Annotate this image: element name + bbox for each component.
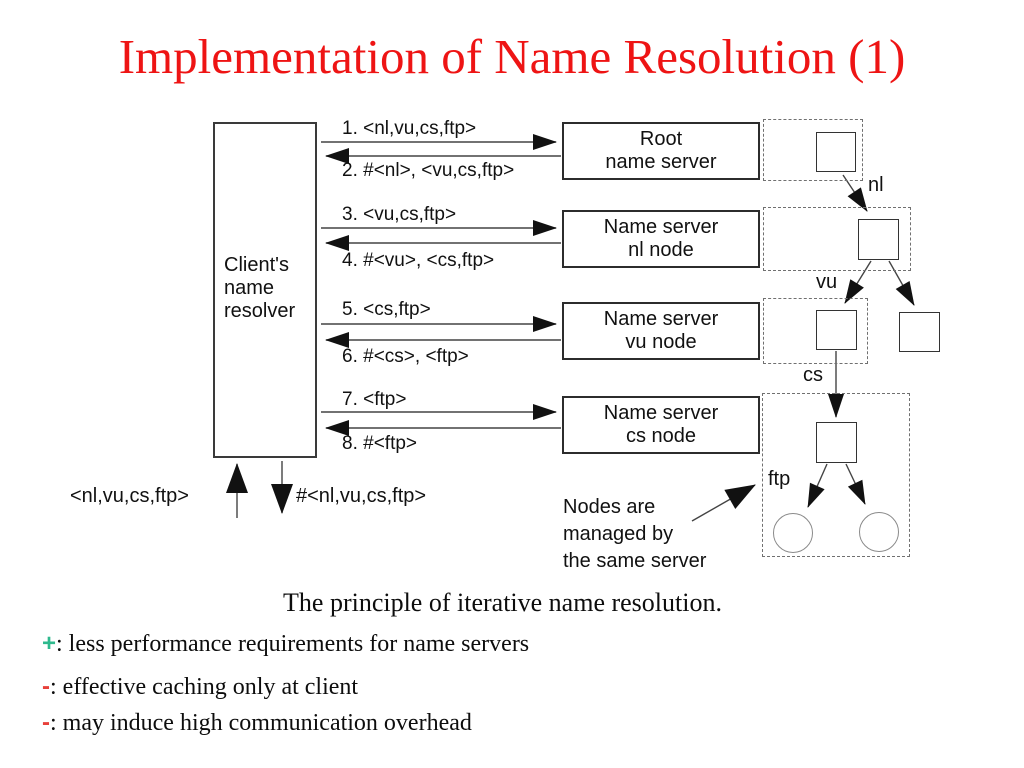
server-box-cs: Name server cs node	[562, 396, 760, 454]
bullet-text: : effective caching only at client	[50, 674, 359, 700]
tree-node-cs	[816, 422, 857, 463]
msg-label-7: 7. <ftp>	[342, 389, 407, 410]
bullet-text: : less performance requirements for name…	[56, 631, 530, 657]
bullet-sign: -	[42, 673, 50, 700]
caption: The principle of iterative name resoluti…	[283, 588, 722, 617]
bullet-item: -: effective caching only at client	[42, 673, 358, 701]
client-resolver-label: Client's name resolver	[224, 254, 296, 322]
bullet-item: +: less performance requirements for nam…	[42, 630, 529, 658]
tree-label-vu: vu	[816, 271, 838, 293]
msg-label-1: 1. <nl,vu,cs,ftp>	[342, 118, 477, 139]
tree-leaf-left	[773, 513, 813, 553]
tree-label-cs: cs	[803, 364, 823, 386]
bullet-sign: -	[42, 709, 50, 736]
domain-box-cs	[762, 393, 910, 557]
tree-node-nl	[858, 219, 899, 260]
msg-label-4: 4. #<vu>, <cs,ftp>	[342, 250, 495, 271]
server-box-root: Root name server	[562, 122, 760, 180]
bullet-text: : may induce high communication overhead	[50, 710, 472, 736]
client-resolver-box	[213, 122, 317, 458]
tree-label-ftp: ftp	[768, 468, 791, 490]
msg-label-2: 2. #<nl>, <vu,cs,ftp>	[342, 160, 515, 181]
page-title: Implementation of Name Resolution (1)	[118, 29, 906, 84]
tree-node-vu	[816, 310, 857, 350]
domain-box-vu	[763, 298, 868, 364]
note-text: Nodes are managed by the same server	[563, 496, 707, 572]
client-output-label: #<nl,vu,cs,ftp>	[296, 485, 427, 507]
msg-label-3: 3. <vu,cs,ftp>	[342, 204, 457, 225]
domain-box-root	[763, 119, 863, 181]
tree-leaf-right	[859, 512, 899, 552]
bullet-item: -: may induce high communication overhea…	[42, 709, 472, 737]
msg-label-8: 8. #<ftp>	[342, 433, 418, 454]
msg-label-5: 5. <cs,ftp>	[342, 299, 431, 320]
server-box-nl: Name server nl node	[562, 210, 760, 268]
tree-node-root	[816, 132, 856, 172]
server-box-vu: Name server vu node	[562, 302, 760, 360]
domain-box-nl	[763, 207, 911, 271]
msg-label-6: 6. #<cs>, <ftp>	[342, 346, 469, 367]
tree-node-sibling	[899, 312, 940, 352]
bullet-sign: +	[42, 630, 57, 657]
client-input-label: <nl,vu,cs,ftp>	[70, 485, 189, 507]
tree-label-nl: nl	[868, 174, 884, 196]
